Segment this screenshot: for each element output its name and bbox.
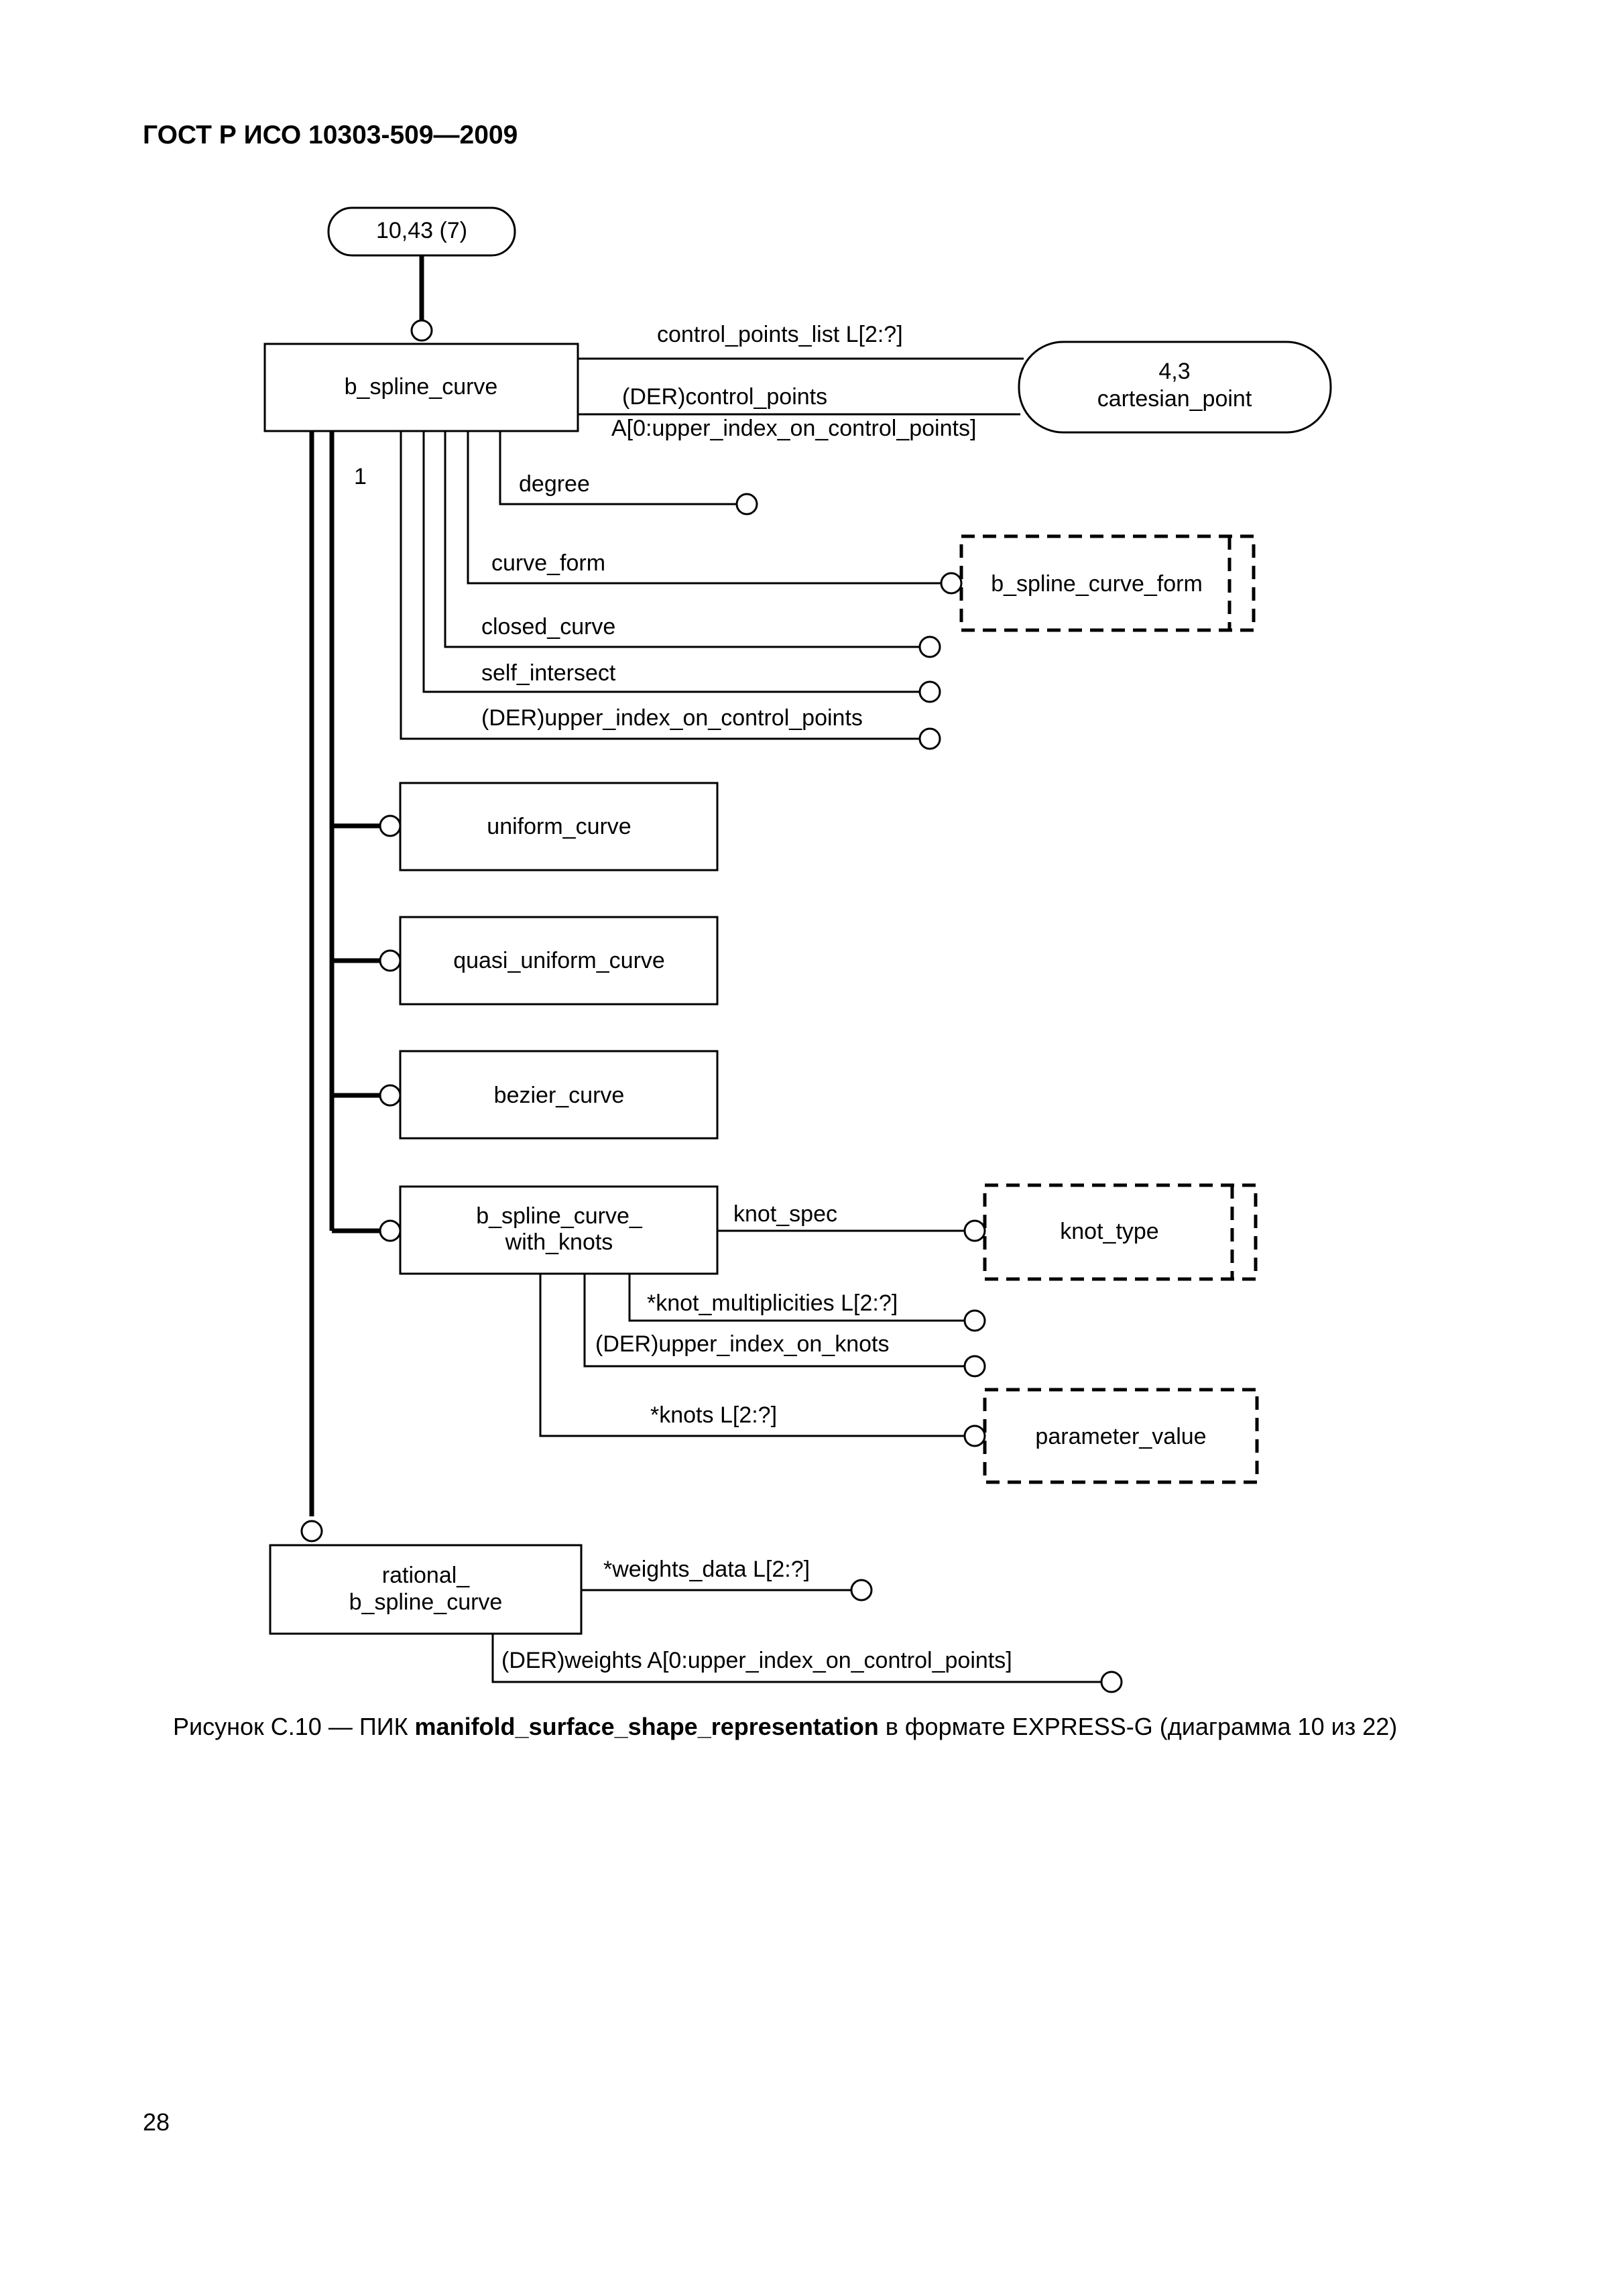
entity-rational-b-spline-curve-line2: b_spline_curve: [349, 1589, 503, 1615]
upper-index-on-control-points-line: [400, 431, 920, 740]
b-spline-curve-with-knots-circle: [379, 1219, 402, 1242]
caption-suffix: в формате EXPRESS-G (диаграмма 10 из 22): [878, 1713, 1398, 1740]
entity-b-spline-curve-with-knots-line2: with_knots: [505, 1229, 613, 1255]
knots-circle: [963, 1425, 986, 1447]
quasi-uniform-curve-circle: [379, 949, 402, 972]
entity-uniform-curve: uniform_curve: [399, 782, 719, 871]
rational-subtype-circle: [300, 1520, 323, 1543]
attr-upper-index-on-control-points: (DER)upper_index_on_control_points: [481, 705, 863, 731]
degree-line: [499, 431, 737, 505]
attr-weights-data: *weights_data L[2:?]: [603, 1557, 810, 1582]
knot-multiplicities-line: [628, 1274, 965, 1322]
page-number: 28: [143, 2108, 170, 2136]
upper-index-on-knots-circle: [963, 1355, 986, 1378]
degree-circle: [735, 493, 758, 516]
self-intersect-line: [422, 431, 920, 693]
attr-control-points-aggregate: A[0:upper_index_on_control_points]: [611, 416, 976, 441]
knots-line: [539, 1274, 965, 1437]
external-ref-cartesian-point: 4,3 cartesian_point: [1018, 341, 1332, 434]
curve-form-circle: [940, 572, 963, 595]
page-reference-label: 10,43 (7): [376, 218, 467, 243]
type-knot-type: knot_type: [983, 1183, 1258, 1281]
entity-bezier-curve-label: bezier_curve: [494, 1083, 625, 1108]
attr-weights: (DER)weights A[0:upper_index_on_control_…: [501, 1648, 1012, 1673]
entity-b-spline-curve-label: b_spline_curve: [345, 374, 498, 400]
page-header: ГОСТ Р ИСО 10303-509—2009: [143, 121, 518, 149]
caption-schema-name: manifold_surface_shape_representation: [414, 1713, 879, 1740]
external-ref-line2: cartesian_point: [1097, 386, 1252, 412]
supertype-one-of-marker: 1: [354, 464, 367, 489]
caption-prefix: Рисунок С.10 — ПИК: [173, 1713, 415, 1740]
type-b-spline-curve-form: b_spline_curve_form: [959, 534, 1256, 632]
weights-data-circle: [850, 1579, 873, 1602]
entity-bezier-curve: bezier_curve: [399, 1050, 719, 1140]
closed-curve-line: [444, 431, 920, 648]
weights-circle: [1100, 1671, 1123, 1693]
bezier-curve-circle: [379, 1084, 402, 1107]
closed-curve-circle: [918, 636, 941, 658]
attr-curve-form: curve_form: [491, 550, 605, 576]
entity-quasi-uniform-curve: quasi_uniform_curve: [399, 916, 719, 1006]
uniform-curve-circle: [379, 814, 402, 837]
entity-b-spline-curve: b_spline_curve: [263, 343, 579, 432]
entity-b-spline-curve-with-knots: b_spline_curve_ with_knots: [399, 1185, 719, 1275]
external-ref-line1: 4,3: [1158, 359, 1190, 384]
entity-rational-b-spline-curve-line1: rational_: [382, 1563, 471, 1588]
attr-knot-multiplicities: *knot_multiplicities L[2:?]: [647, 1290, 898, 1316]
upper-index-on-knots-line: [583, 1274, 965, 1368]
type-knot-type-label: knot_type: [1060, 1219, 1158, 1244]
attr-self-intersect: self_intersect: [481, 660, 616, 686]
attr-degree: degree: [519, 471, 590, 497]
type-parameter-value-label: parameter_value: [1035, 1424, 1206, 1449]
knot-multiplicities-circle: [963, 1309, 986, 1332]
page-reference-node: 10,43 (7): [327, 206, 516, 257]
entity-rational-b-spline-curve: rational_ b_spline_curve: [269, 1544, 583, 1635]
attr-control-points: (DER)control_points: [622, 384, 827, 410]
curve-form-line: [467, 431, 941, 585]
attr-upper-index-on-knots: (DER)upper_index_on_knots: [595, 1331, 889, 1357]
attr-closed-curve: closed_curve: [481, 614, 615, 640]
type-b-spline-curve-form-label: b_spline_curve_form: [991, 571, 1203, 597]
knot-spec-circle: [963, 1219, 986, 1242]
figure-caption: Рисунок С.10 — ПИК manifold_surface_shap…: [173, 1713, 1397, 1741]
weights-line: [491, 1634, 1101, 1683]
entity-b-spline-curve-with-knots-line1: b_spline_curve_: [476, 1203, 643, 1229]
type-parameter-value: parameter_value: [983, 1388, 1259, 1484]
entity-uniform-curve-label: uniform_curve: [487, 814, 631, 839]
entity-quasi-uniform-curve-label: quasi_uniform_curve: [453, 948, 665, 973]
page-ref-connector-circle: [410, 319, 433, 342]
upper-index-on-control-points-circle: [918, 727, 941, 750]
attr-knots: *knots L[2:?]: [650, 1402, 777, 1428]
self-intersect-circle: [918, 680, 941, 703]
attr-knot-spec: knot_spec: [733, 1201, 837, 1227]
attr-control-points-list: control_points_list L[2:?]: [657, 322, 903, 347]
